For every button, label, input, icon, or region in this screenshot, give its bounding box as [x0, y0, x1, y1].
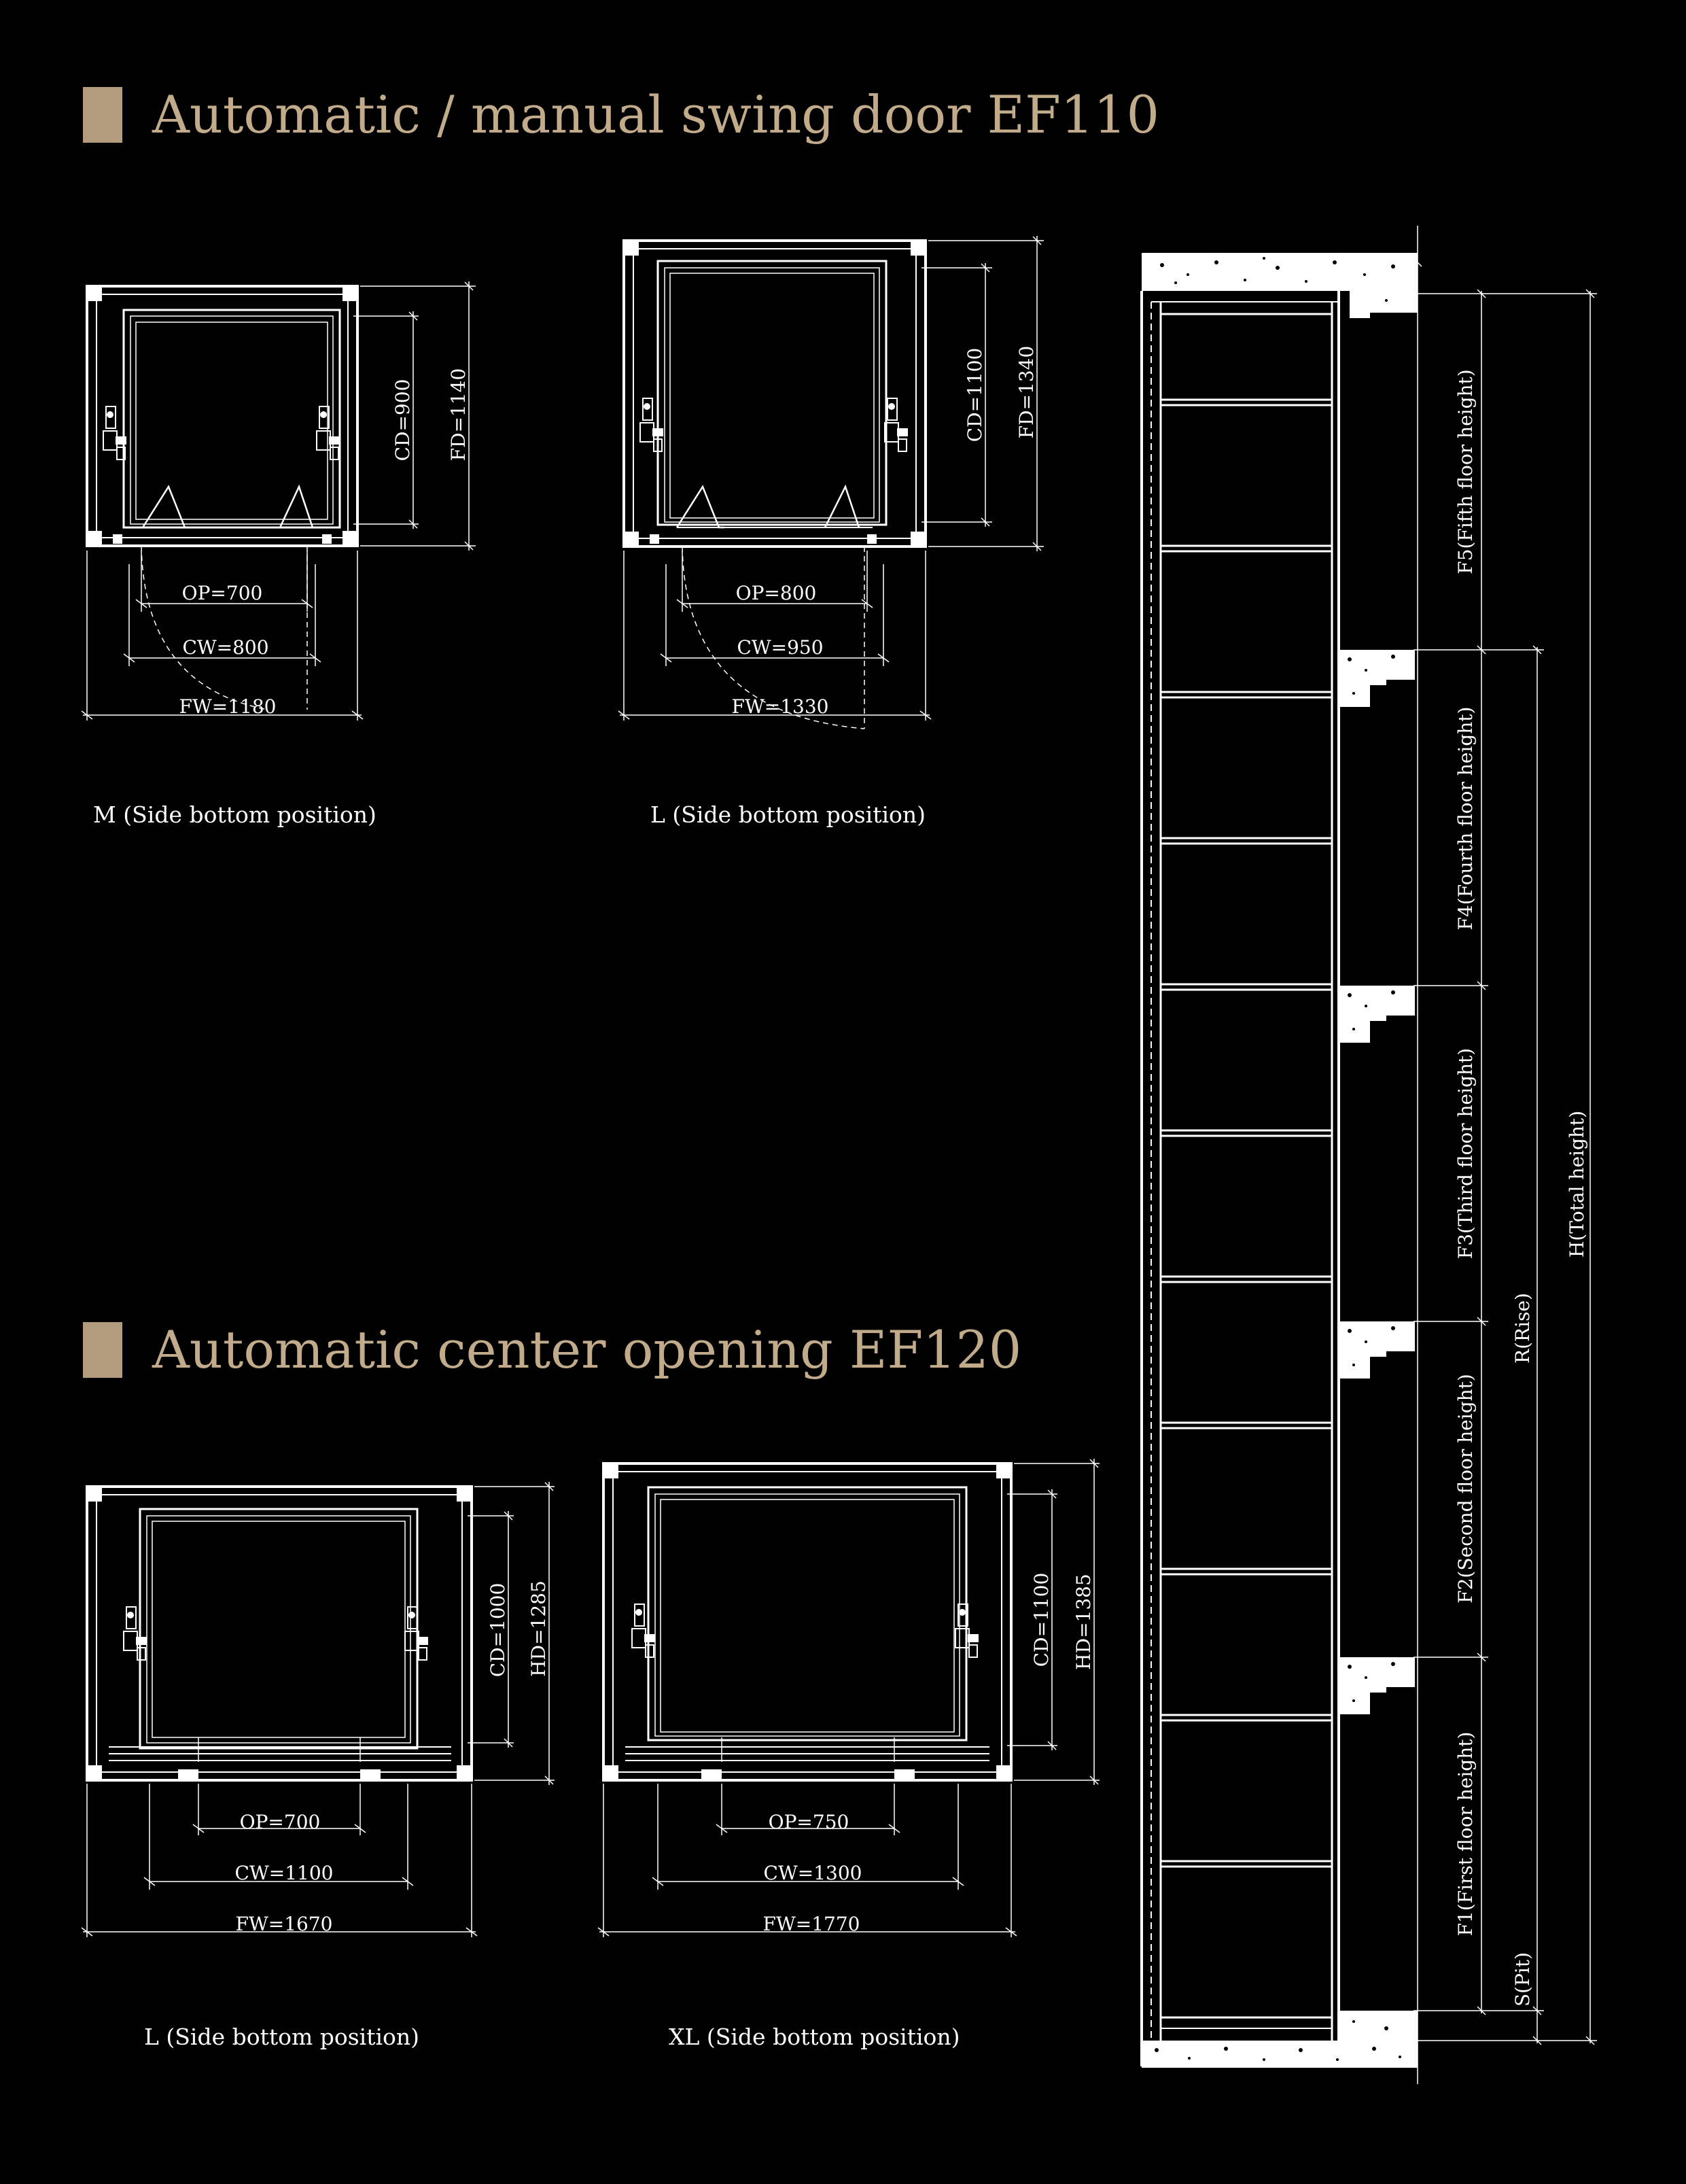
cw-label: CW=1100 — [235, 1862, 334, 1884]
rise-label: R(Rise) — [1511, 1293, 1534, 1364]
plan-caption: L (Side bottom position) — [650, 801, 926, 828]
title-marker — [83, 1321, 122, 1378]
floor-label-f2: F2(Second floor height) — [1454, 1374, 1477, 1604]
section-title-ef110: Automatic / manual swing door EF110 — [83, 84, 1159, 145]
floor-label-f5: F5(Fifth floor height) — [1454, 369, 1477, 574]
pit-label: S(Pit) — [1511, 1952, 1534, 2007]
fw-label: FW=1670 — [236, 1913, 333, 1935]
section-title-ef120: Automatic center opening EF120 — [83, 1319, 1021, 1380]
cw-label: CW=1300 — [764, 1862, 862, 1884]
plan-ef120-l: OP=700 CW=1100 FW=1670 CD=1000 HD=1285 L… — [81, 1482, 555, 2050]
cd-label: CD=1000 — [487, 1583, 509, 1678]
total-height-label: H(Total height) — [1566, 1111, 1588, 1258]
op-label: OP=800 — [736, 582, 817, 604]
floor-label-f4: F4(Fourth floor height) — [1454, 707, 1477, 931]
plan-caption: XL (Side bottom position) — [669, 2024, 960, 2050]
shaft-elevation: F5(Fifth floor height) F4(Fourth floor h… — [1140, 226, 1597, 2084]
plan-ef120-xl: OP=750 CW=1300 FW=1770 CD=1100 HD=1385 X… — [597, 1459, 1100, 2050]
op-label: OP=750 — [769, 1811, 849, 1833]
fw-label: FW=1770 — [763, 1913, 860, 1935]
plan-caption: M (Side bottom position) — [93, 801, 376, 828]
cw-label: CW=950 — [737, 636, 823, 659]
top-slab — [1142, 253, 1418, 291]
hd-label: HD=1285 — [527, 1580, 550, 1677]
floor-label-f3: F3(Third floor height) — [1454, 1048, 1477, 1259]
plan-ef110-l: OP=800 CW=950 FW=1330 CD=1100 FD=1340 L … — [618, 236, 1044, 828]
cd-label: CD=1100 — [964, 348, 986, 443]
ef110-title: Automatic / manual swing door EF110 — [152, 84, 1159, 145]
op-label: OP=700 — [240, 1811, 321, 1833]
fw-label: FW=1180 — [179, 695, 277, 718]
fw-label: FW=1330 — [732, 695, 829, 718]
pit-slab — [1142, 2041, 1418, 2068]
fd-label: FD=1140 — [447, 368, 470, 462]
ef120-title: Automatic center opening EF120 — [152, 1319, 1022, 1380]
cw-label: CW=800 — [182, 636, 268, 659]
floor-label-f1: F1(First floor height) — [1454, 1732, 1477, 1937]
cd-label: CD=900 — [391, 379, 414, 462]
op-label: OP=700 — [182, 582, 263, 604]
plan-caption: L (Side bottom position) — [144, 2024, 419, 2050]
hd-label: HD=1385 — [1072, 1574, 1095, 1670]
fd-label: FD=1340 — [1015, 346, 1038, 439]
floor-slabs — [1339, 650, 1415, 1714]
plan-ef110-m: OP=700 CW=800 FW=1180 CD=900 FD=1140 M (… — [81, 281, 476, 828]
title-marker — [83, 86, 122, 143]
cd-label: CD=1100 — [1030, 1573, 1053, 1667]
